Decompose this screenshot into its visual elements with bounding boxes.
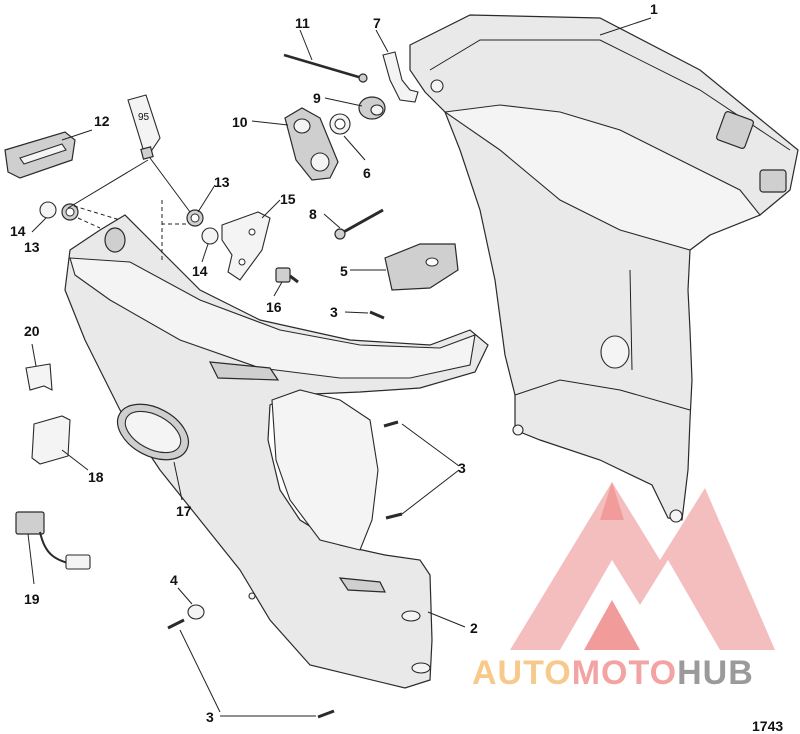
part-18-module (31, 415, 71, 465)
callout-10: 10 (232, 114, 248, 130)
part-2-lower-cowl (64, 214, 489, 689)
part-3-screws (167, 310, 403, 719)
callout-16: 16 (266, 299, 282, 315)
part-16-screw (275, 267, 299, 284)
callout-5: 5 (340, 263, 348, 279)
part-1-cowl-shell (409, 14, 799, 523)
part-7-bracket (382, 51, 419, 103)
washers (39, 201, 219, 245)
watermark-text: AUTOMOTOHUB (472, 654, 754, 692)
part-11-long-bolt (283, 53, 368, 83)
callout-15: 15 (280, 191, 296, 207)
watermark-hub: HUB (677, 654, 754, 692)
part-12-latch-handle (4, 131, 76, 179)
part-17-oval-seal (117, 403, 189, 461)
callout-1: 1 (650, 1, 658, 17)
part-19-connector (15, 511, 91, 570)
callout-14-b: 14 (192, 263, 208, 279)
callout-13-b: 13 (24, 239, 40, 255)
callout-labels: 1 2 3 3 3 3 4 5 6 7 8 9 10 11 12 13 13 1… (10, 1, 658, 725)
part-9-grommet (358, 96, 386, 120)
callout-8: 8 (309, 206, 317, 222)
callout-2: 2 (470, 620, 478, 636)
callout-3-b: 3 (458, 460, 466, 476)
part-20-clip (25, 363, 53, 391)
part-15-latch-plate (221, 211, 271, 281)
part-6-ring (329, 113, 351, 135)
part-4-washer (187, 604, 205, 620)
part-5-trim-piece (384, 243, 459, 291)
watermark-auto: AUTO (472, 654, 572, 692)
callout-4: 4 (170, 572, 178, 588)
callout-20: 20 (24, 323, 40, 339)
callout-19: 19 (24, 591, 40, 607)
automotohub-watermark-logo (510, 482, 775, 650)
part-8-bolt (334, 208, 384, 240)
callout-3-a: 3 (330, 304, 338, 320)
figure-number: 1743 (752, 718, 783, 734)
watermark-moto: MOTO (572, 654, 677, 692)
callout-12: 12 (94, 113, 110, 129)
callout-13-a: 13 (214, 174, 230, 190)
callout-6: 6 (363, 165, 371, 181)
callout-14-a: 14 (10, 223, 26, 239)
part-10-grommet-plate (284, 107, 339, 181)
callout-9: 9 (313, 90, 321, 106)
leader-lines (27, 17, 652, 717)
tube-label: 95 (138, 112, 150, 123)
callout-7: 7 (373, 15, 381, 31)
callout-3-c: 3 (206, 709, 214, 725)
callout-17: 17 (176, 503, 192, 519)
callout-18: 18 (88, 469, 104, 485)
sealant-tube: 95 (127, 94, 161, 160)
callout-11: 11 (295, 15, 310, 31)
